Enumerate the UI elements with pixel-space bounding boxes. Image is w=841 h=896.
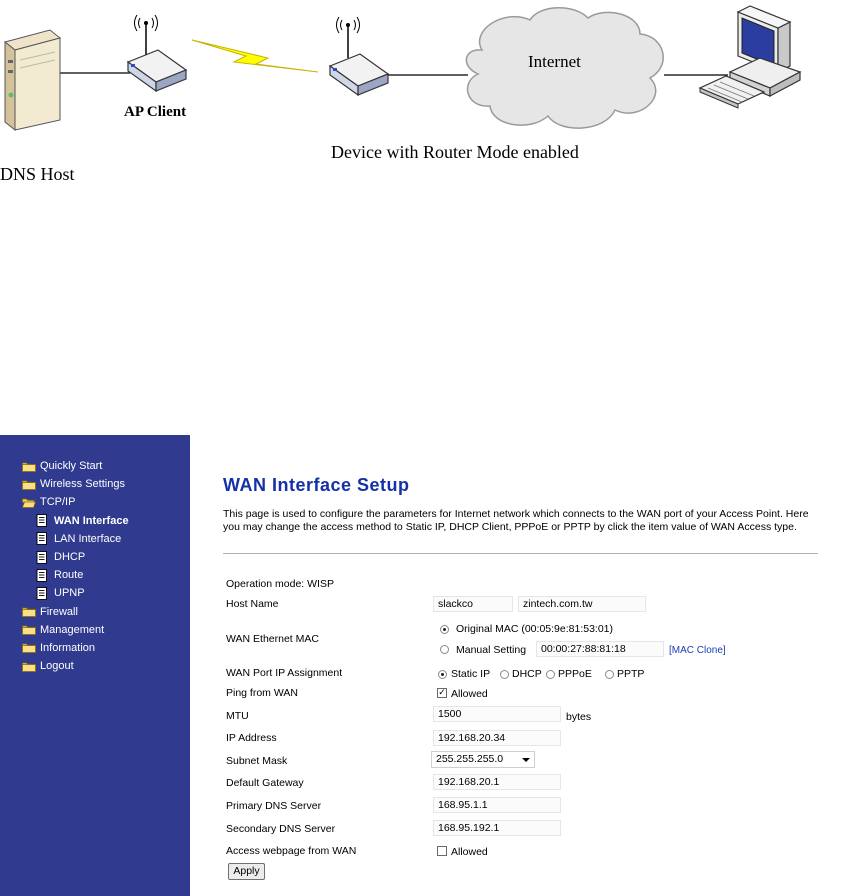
- router-label: Device with Router Mode enabled: [331, 142, 579, 162]
- subnet-mask-value: 255.255.255.0: [436, 753, 504, 765]
- manual-mac-input[interactable]: [536, 641, 664, 657]
- sidebar-item-management[interactable]: Management: [22, 621, 129, 639]
- page-title: WAN Interface Setup: [223, 475, 410, 495]
- wan-mac-label: WAN Ethernet MAC: [226, 633, 319, 645]
- page-icon: [36, 586, 52, 600]
- ping-wan-label: Ping from WAN: [226, 687, 298, 699]
- sidebar-item-dhcp[interactable]: DHCP: [22, 548, 129, 566]
- access-web-checkbox[interactable]: [437, 846, 447, 856]
- original-mac-radio[interactable]: [440, 625, 449, 634]
- host-name-label: Host Name: [226, 598, 279, 610]
- sidebar-item-information[interactable]: Information: [22, 639, 129, 657]
- internet-label: Internet: [528, 52, 581, 71]
- folder-icon: [22, 460, 38, 472]
- chevron-down-icon: [522, 758, 530, 762]
- sidebar-item-tcp-ip[interactable]: TCP/IP: [22, 493, 129, 511]
- ip-assignment-label: WAN Port IP Assignment: [226, 667, 343, 679]
- sidebar-item-label: Logout: [40, 660, 74, 673]
- host-name-input[interactable]: [433, 596, 513, 612]
- sidebar-item-lan-interface[interactable]: LAN Interface: [22, 530, 129, 548]
- ip-address-input[interactable]: [433, 730, 561, 746]
- original-mac-label: Original MAC (00:05:9e:81:53:01): [456, 623, 614, 635]
- pptp-label: PPTP: [617, 668, 645, 680]
- sidebar-item-label: Firewall: [40, 605, 78, 618]
- access-web-allowed-label: Allowed: [451, 846, 488, 858]
- sidebar-item-label: WAN Interface: [54, 514, 129, 527]
- dhcp-radio[interactable]: [500, 670, 509, 679]
- cloud-icon: [465, 7, 664, 129]
- page-icon: [36, 532, 52, 546]
- sidebar-item-logout[interactable]: Logout: [22, 657, 129, 675]
- static-ip-radio[interactable]: [438, 670, 447, 679]
- dns-host-label: DNS Host: [0, 164, 75, 184]
- sidebar-item-firewall[interactable]: Firewall: [22, 603, 129, 621]
- sidebar-item-label: DHCP: [54, 551, 86, 564]
- sidebar-item-label: TCP/IP: [40, 496, 76, 509]
- wireless-link-icon: [191, 39, 319, 73]
- manual-setting-label: Manual Setting: [456, 644, 527, 656]
- sidebar-item-label: Wireless Settings: [40, 478, 125, 491]
- sidebar-item-label: UPNP: [54, 587, 85, 600]
- sidebar-item-label: Route: [54, 569, 84, 582]
- sidebar-item-route[interactable]: Route: [22, 566, 129, 584]
- sidebar-item-quickly-start[interactable]: Quickly Start: [22, 457, 129, 475]
- main-content: WAN Interface Setup This page is used to…: [190, 435, 841, 896]
- folder-icon: [22, 606, 38, 618]
- folder-icon: [22, 660, 38, 672]
- computer-icon: [698, 5, 802, 109]
- pppoe-label: PPPoE: [558, 668, 592, 680]
- ap-client-device-icon: [126, 14, 188, 93]
- sidebar-item-label: Quickly Start: [40, 460, 103, 473]
- secondary-dns-input[interactable]: [433, 820, 561, 836]
- subnet-mask-select[interactable]: 255.255.255.0: [431, 751, 535, 768]
- ip-address-label: IP Address: [226, 732, 277, 744]
- folder-icon: [22, 642, 38, 654]
- subnet-mask-label: Subnet Mask: [226, 755, 288, 767]
- sidebar-item-wireless-settings[interactable]: Wireless Settings: [22, 475, 129, 493]
- diagram-canvas: [3, 5, 802, 132]
- sidebar-item-label: Information: [40, 641, 96, 654]
- access-web-label: Access webpage from WAN: [226, 845, 357, 857]
- gateway-input[interactable]: [433, 774, 561, 790]
- ap-client-label: AP Client: [124, 104, 187, 120]
- folder-icon: [22, 478, 38, 490]
- sidebar-item-wan-interface[interactable]: WAN Interface: [22, 512, 129, 530]
- static-ip-label: Static IP: [451, 668, 491, 680]
- apply-button[interactable]: Apply: [228, 863, 265, 880]
- divider: [223, 553, 818, 554]
- primary-dns-label: Primary DNS Server: [226, 800, 322, 812]
- page-icon: [36, 514, 52, 528]
- operation-mode-label: Operation mode: WISP: [226, 578, 334, 590]
- folder-open-icon: [22, 496, 38, 508]
- primary-dns-input[interactable]: [433, 797, 561, 813]
- sidebar-item-upnp[interactable]: UPNP: [22, 584, 129, 602]
- domain-name-input[interactable]: [518, 596, 646, 612]
- server-icon: [3, 29, 62, 132]
- pppoe-radio[interactable]: [546, 670, 555, 679]
- folder-icon: [22, 624, 38, 636]
- secondary-dns-label: Secondary DNS Server: [226, 823, 336, 835]
- mtu-unit: bytes: [566, 711, 592, 723]
- router-device-icon: [328, 16, 390, 97]
- ping-wan-checkbox[interactable]: ✓: [437, 688, 447, 698]
- page-icon: [36, 568, 52, 582]
- sidebar-item-label: LAN Interface: [54, 532, 122, 545]
- manual-mac-radio[interactable]: [440, 645, 449, 654]
- page-icon: [36, 550, 52, 564]
- gateway-label: Default Gateway: [226, 777, 304, 789]
- dhcp-label: DHCP: [512, 668, 542, 680]
- mtu-label: MTU: [226, 710, 249, 722]
- page-description: This page is used to configure the param…: [223, 508, 809, 533]
- ping-allowed-label: Allowed: [451, 688, 488, 700]
- mtu-input[interactable]: [433, 706, 561, 722]
- sidebar-item-label: Management: [40, 623, 105, 636]
- network-diagram: AP Client Internet Device with Router Mo…: [0, 0, 841, 200]
- pptp-radio[interactable]: [605, 670, 614, 679]
- mac-clone-link[interactable]: [MAC Clone]: [669, 645, 726, 656]
